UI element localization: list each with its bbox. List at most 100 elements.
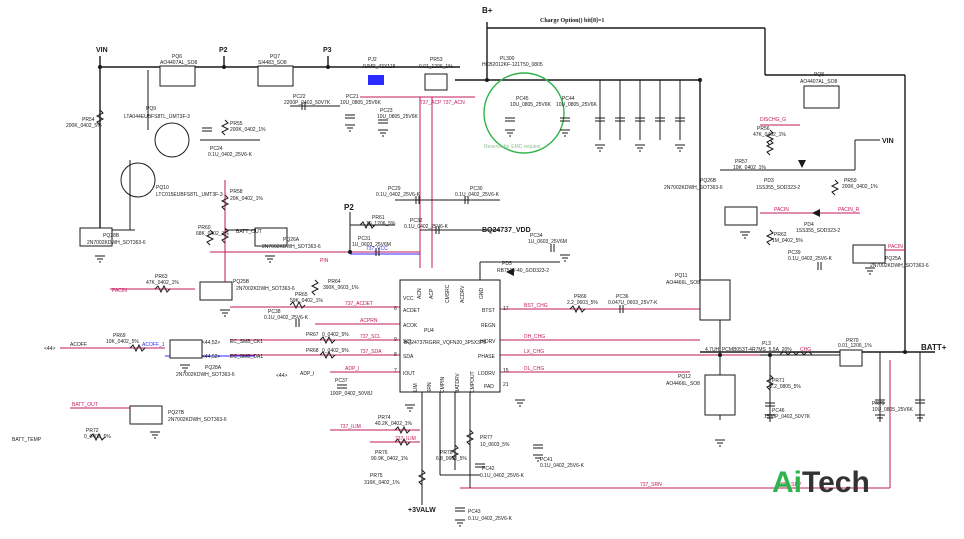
pq26a-part: 2N7002KDWH_SOT363-6 xyxy=(262,244,321,250)
pc34-val: 1U_0603_25V6M xyxy=(528,239,567,245)
pq8-ref: PQ8 xyxy=(814,72,824,78)
pq7-symbol xyxy=(257,65,294,87)
pd3-diode xyxy=(798,160,806,168)
pr69-val: 10K_0402_5% xyxy=(106,339,139,345)
pc29-val: 0.1U_0402_25V6-K xyxy=(376,192,421,198)
pc46-val: 1500P_0402_50V7K xyxy=(764,414,811,420)
pl3-inductor xyxy=(779,351,813,356)
pr59-ref: PR59 xyxy=(844,178,857,184)
pr54-ref: PR54 xyxy=(82,117,95,123)
pr56-ref: PR56 xyxy=(757,126,770,132)
pq27b-ref: PQ27B xyxy=(168,410,185,416)
pc21-ref: PC21 xyxy=(346,94,359,100)
pd4-diode xyxy=(812,209,820,217)
pc42-val: 0.1U_0402_25V6-K xyxy=(480,473,525,479)
pr76-ref: PR76 xyxy=(375,450,388,456)
pr57-ref: PR57 xyxy=(735,159,748,165)
charger-ic xyxy=(399,279,501,393)
pc22-val: 2200P_0402_50V7K xyxy=(284,100,331,106)
pq6-part: AO4407AL_SO8 xyxy=(160,60,197,66)
net-batt-out-label: BATT_OUT xyxy=(72,402,98,408)
chip-pinnum-7: 7 xyxy=(394,368,397,374)
pr66-val: 2.2_0603_5% xyxy=(567,300,598,306)
pr56-val: 47K_0402_1% xyxy=(753,132,786,138)
pc34-ref: PC34 xyxy=(530,233,543,239)
pr64-ref: PR64 xyxy=(328,279,341,285)
pd4-ref: PD4 xyxy=(804,222,814,228)
pr77-ref: PR77 xyxy=(480,435,493,441)
pq7-part: SI4483_SO8 xyxy=(258,60,287,66)
pc23-ref: PC23 xyxy=(380,108,393,114)
chip-pin-cmpin: CMPIN xyxy=(440,377,446,394)
chip-pin-phase: PHASE xyxy=(478,354,496,360)
pr68-val: 0_0402_5% xyxy=(322,348,349,354)
pr70-val: 0.01_1206_1% xyxy=(838,343,872,349)
pc42-ref: PC42 xyxy=(482,466,495,472)
junction-dots xyxy=(98,65,907,357)
pr60-ref: PR60 xyxy=(198,225,211,231)
pq28a-ref: PQ28A xyxy=(205,365,222,371)
bplus-label: B+ xyxy=(482,6,493,15)
pc32-val: 0.1U_0402_25V6-K xyxy=(404,224,449,230)
pq28b-ref: PQ28B xyxy=(103,233,120,239)
pq27b-symbol xyxy=(129,405,163,425)
pq9-ref: PQ9 xyxy=(146,106,156,112)
chip-pin-lodrv: LODRV xyxy=(478,371,496,377)
chip-pin-vcc: VCC xyxy=(403,296,414,302)
pc23-val: 10U_0805_25V6K xyxy=(377,114,419,120)
pq25a-part: 2N7002KDWH_SOT363-6 xyxy=(870,263,929,269)
pr59-val: 200K_0402_1% xyxy=(842,184,878,190)
pc21-val: 10U_0805_25V6K xyxy=(340,100,382,106)
net-acoff1-label: ACOFF_1 xyxy=(142,342,165,348)
pq25b-ref: PQ25B xyxy=(233,279,250,285)
chip-pin-btst: BTST xyxy=(482,308,495,314)
chip-pin-batdrv: BATDRV xyxy=(455,373,461,393)
pq7-ref: PQ7 xyxy=(270,54,280,60)
pr74-ref: PR74 xyxy=(378,415,391,421)
pl3-val: 4.7UH_PCMB053T-4R7MS_5.5A_20% xyxy=(705,347,792,353)
pr58-ref: PR58 xyxy=(230,189,243,195)
pc36-ref: PC36 xyxy=(616,294,629,300)
pr62-ref: PR62 xyxy=(774,232,787,238)
pj2-part: JUMP_43X118 xyxy=(362,64,395,70)
charge-option-note: Charge Option() bit[8]=1 xyxy=(540,17,604,24)
pd5-diode xyxy=(506,268,514,276)
p2-mid-label: P2 xyxy=(344,203,354,212)
emc-highlight xyxy=(483,72,565,154)
pc45-val: 10U_0805_25V6K xyxy=(510,102,552,108)
pr60-val: 68K_0402_1% xyxy=(196,231,229,237)
chip-pin-hidrv: HIDRV xyxy=(480,339,496,345)
pc37-ref: PC37 xyxy=(335,378,348,384)
net-dischg-label: DISCHG_G xyxy=(760,117,786,123)
pr64-val: 390K_0603_1% xyxy=(323,285,359,291)
net-dl-label: DL_CHG xyxy=(524,366,544,372)
pq12-part: AO4466L_SO8 xyxy=(666,381,700,387)
net-acdet-label: 737_ACDET xyxy=(345,301,373,307)
pr70-ref: PR70 xyxy=(846,338,859,344)
pr57-val: 10K_0402_1% xyxy=(733,165,766,171)
net-batt-temp-label: BATT_TEMP xyxy=(12,437,42,443)
logo-ai: Ai xyxy=(772,466,802,499)
pq26b-part: 2N7002KDWH_SOT363-6 xyxy=(664,185,723,191)
vin-right-label: VIN xyxy=(882,138,894,145)
pc31-val: 1U_0603_25V6M xyxy=(352,242,391,248)
pr72-ref: PR72 xyxy=(86,428,99,434)
chip-pin-acn: ACN xyxy=(417,288,423,299)
pq11-part: AO4466L_SO8 xyxy=(666,280,700,286)
pd3-ref: PD3 xyxy=(764,178,774,184)
pr74-val: 40.2K_0402_1% xyxy=(375,421,413,427)
chip-pin-acp: ACP xyxy=(429,288,435,299)
pr66-ref: PR66 xyxy=(574,294,587,300)
chip-pin-srn: SRN xyxy=(427,382,433,393)
pl3-ref: PL3 xyxy=(762,341,771,347)
pc24-val: 0.1U_0402_25V6-K xyxy=(208,152,253,158)
pr79-ref: PR79 xyxy=(872,401,885,407)
pq25b-part: 2N7002KDWH_SOT363-6 xyxy=(236,286,295,292)
pc46-ref: PC46 xyxy=(772,408,785,414)
pr71-ref: PR71 xyxy=(772,378,785,384)
pq11-symbol xyxy=(699,279,731,321)
net-adp1-label: ADP_I xyxy=(345,366,359,372)
pl300-val: HCB2012KF-121T50_0805 xyxy=(482,62,543,68)
chip-pin-gnd: GND xyxy=(479,288,485,300)
